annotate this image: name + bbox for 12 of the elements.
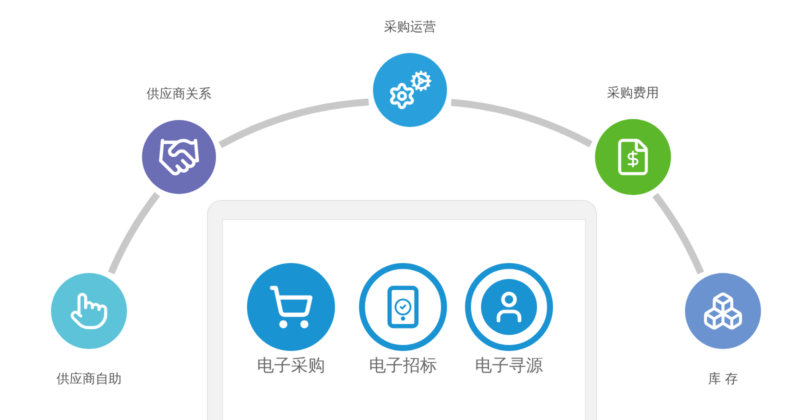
node-label: 电子招标 (369, 355, 437, 377)
arc-connector (450, 98, 592, 148)
node-label: 电子采购 (257, 355, 325, 377)
arc-connector (218, 98, 370, 148)
arc-connector (652, 192, 704, 274)
arc-connector (108, 192, 160, 274)
node-label: 库 存 (708, 371, 738, 389)
node-label: 供应商自助 (56, 371, 122, 389)
node-label: 供应商关系 (146, 86, 212, 104)
node-label: 采购费用 (607, 85, 659, 103)
node-label: 采购运营 (384, 19, 436, 37)
node-label: 电子寻源 (475, 355, 543, 377)
